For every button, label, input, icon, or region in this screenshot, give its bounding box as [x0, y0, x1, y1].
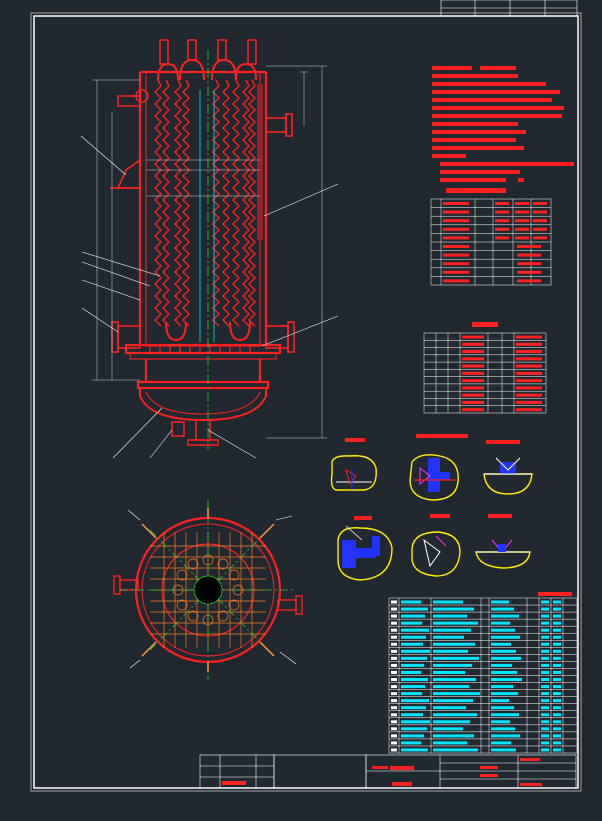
tube-bundles — [154, 79, 256, 327]
note-line — [432, 66, 472, 70]
detail-views — [330, 434, 533, 581]
vessel-elevation — [80, 39, 339, 459]
dimension-lines — [92, 65, 327, 439]
plan-lugs — [141, 508, 275, 672]
top-nozzles — [117, 39, 257, 107]
design-data-table — [430, 188, 552, 286]
note-line — [432, 130, 526, 134]
frame-outer — [30, 12, 582, 792]
detail-2 — [409, 434, 468, 501]
drawing-frame — [30, 12, 582, 792]
plan-view — [113, 500, 303, 680]
detail-5 — [411, 514, 461, 577]
plan-nozzles — [113, 575, 303, 615]
parts-list — [388, 592, 578, 754]
note-line — [432, 154, 466, 158]
detail-6 — [475, 514, 531, 569]
note-line — [440, 178, 506, 182]
plan-centerlines — [120, 500, 296, 680]
note-line — [432, 114, 562, 118]
blue-lines — [199, 90, 215, 342]
distributor-plate — [146, 345, 260, 352]
coil-tube-8 — [242, 79, 250, 327]
detail-3 — [483, 440, 533, 495]
note-line — [432, 122, 518, 126]
top-stamp — [440, 0, 578, 17]
bottom-bends — [165, 321, 251, 342]
title-block — [199, 754, 577, 789]
side-nozzles — [110, 113, 295, 353]
note-line — [440, 170, 514, 174]
note-line — [432, 146, 520, 150]
note-line — [486, 146, 524, 150]
coil-tube-6 — [222, 79, 230, 327]
coil-tube-4 — [182, 79, 190, 327]
top-bends — [157, 58, 257, 81]
thermowell — [257, 84, 263, 240]
plan-leaders — [127, 509, 297, 669]
coil-tube-2 — [162, 79, 170, 327]
bottom-outlet — [171, 419, 219, 446]
leader-lines — [80, 135, 339, 459]
note-line — [432, 138, 516, 142]
detail-1 — [330, 438, 377, 491]
coil-tube-3 — [174, 79, 182, 327]
coil-tube-1 — [154, 79, 162, 327]
shell — [124, 70, 282, 422]
nozzle-table — [423, 322, 547, 414]
note-line — [480, 66, 516, 70]
note-line — [432, 106, 564, 110]
coil-tube-9 — [248, 79, 256, 327]
technical-notes — [432, 66, 574, 182]
note-line — [432, 74, 518, 78]
note-line — [518, 178, 524, 182]
note-line — [440, 162, 574, 166]
note-line — [432, 90, 560, 94]
detail-4 — [337, 516, 393, 581]
note-line — [432, 82, 546, 86]
coil-tube-7 — [232, 79, 240, 327]
note-line — [514, 170, 520, 174]
note-line — [432, 98, 552, 102]
